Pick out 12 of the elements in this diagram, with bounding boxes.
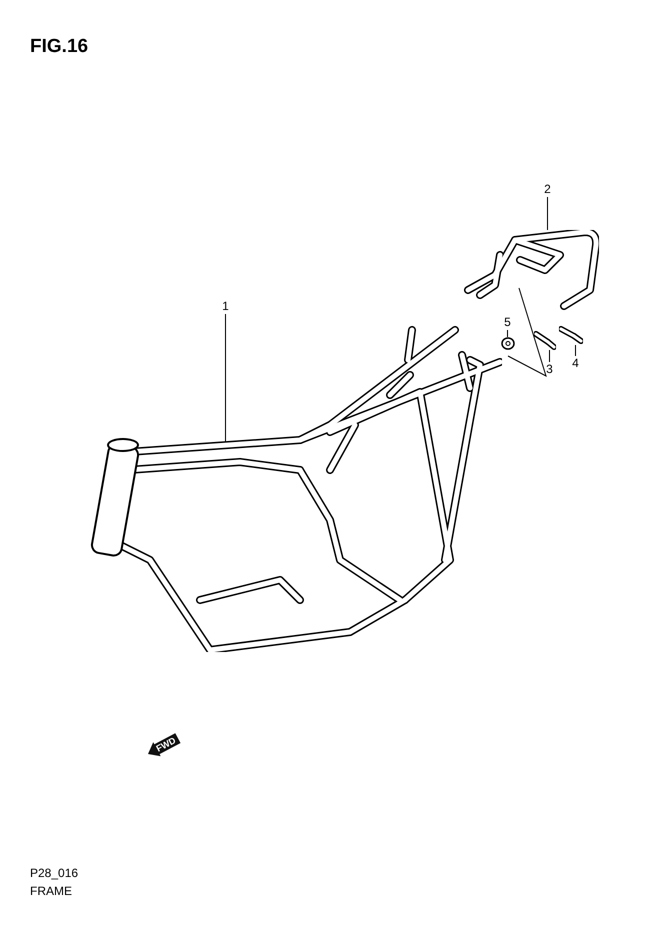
- callout-number: 3: [545, 363, 554, 376]
- leader-line: [575, 344, 576, 356]
- callout-number: 1: [221, 300, 230, 313]
- callout-number: 2: [543, 183, 552, 196]
- figure-caption: FRAME: [30, 884, 72, 898]
- callout-number: 5: [503, 316, 512, 329]
- figure-title: FIG.16: [30, 36, 88, 58]
- drawing-code: P28_016: [30, 866, 78, 880]
- leader-line: [507, 330, 508, 338]
- callout-number: 4: [571, 357, 580, 370]
- leader-line: [547, 196, 548, 230]
- leader-line: [549, 350, 550, 362]
